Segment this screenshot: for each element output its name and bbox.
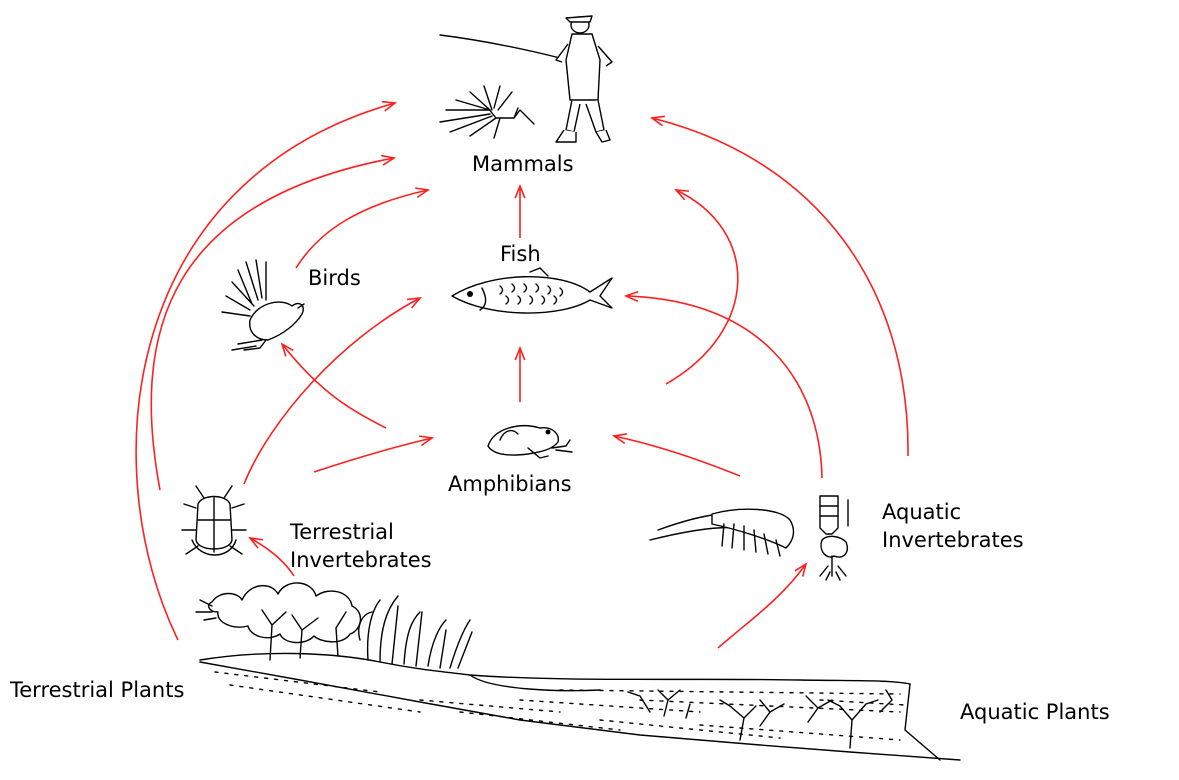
copepod-icon: [820, 496, 848, 580]
arrow-11: [666, 190, 738, 384]
frog-icon: [488, 426, 572, 458]
label-birds: Birds: [308, 266, 361, 291]
arrow-9: [250, 538, 294, 576]
reed-icon: [359, 596, 472, 668]
shrub-icon: [196, 583, 360, 660]
arrow-3: [296, 190, 428, 268]
label-aquatic-invertebrates-1: Aquatic: [882, 500, 961, 525]
arrowhead-11: [676, 190, 689, 200]
label-mammals: Mammals: [472, 152, 574, 177]
label-terrestrial-invertebrates-1: Terrestrial: [290, 520, 394, 545]
arrow-14: [718, 564, 806, 648]
arrowhead-9: [250, 538, 263, 548]
bush-animal-icon: [440, 86, 534, 138]
fisherman-icon: [440, 16, 612, 142]
label-aquatic-invertebrates-2: Invertebrates: [882, 528, 1024, 553]
arrow-12: [626, 296, 822, 478]
fish-icon: [452, 268, 612, 313]
label-fish: Fish: [500, 242, 541, 267]
arrow-layer: [136, 102, 908, 648]
arrow-10: [652, 118, 908, 456]
arrow-5: [314, 438, 432, 472]
label-amphibians: Amphibians: [448, 472, 572, 497]
label-terrestrial-invertebrates-2: Invertebrates: [290, 548, 432, 573]
shrimp-icon: [650, 509, 793, 556]
arrow-13: [614, 436, 740, 476]
beetle-icon: [182, 486, 246, 555]
aquatic-weed-icon: [628, 690, 892, 748]
arrow-6: [282, 344, 386, 428]
bird-icon: [222, 260, 304, 350]
label-aquatic-plants: Aquatic Plants: [960, 700, 1110, 725]
label-terrestrial-plants: Terrestrial Plants: [10, 678, 184, 703]
ground-bank: [200, 653, 960, 760]
arrowhead-4: [407, 298, 420, 308]
